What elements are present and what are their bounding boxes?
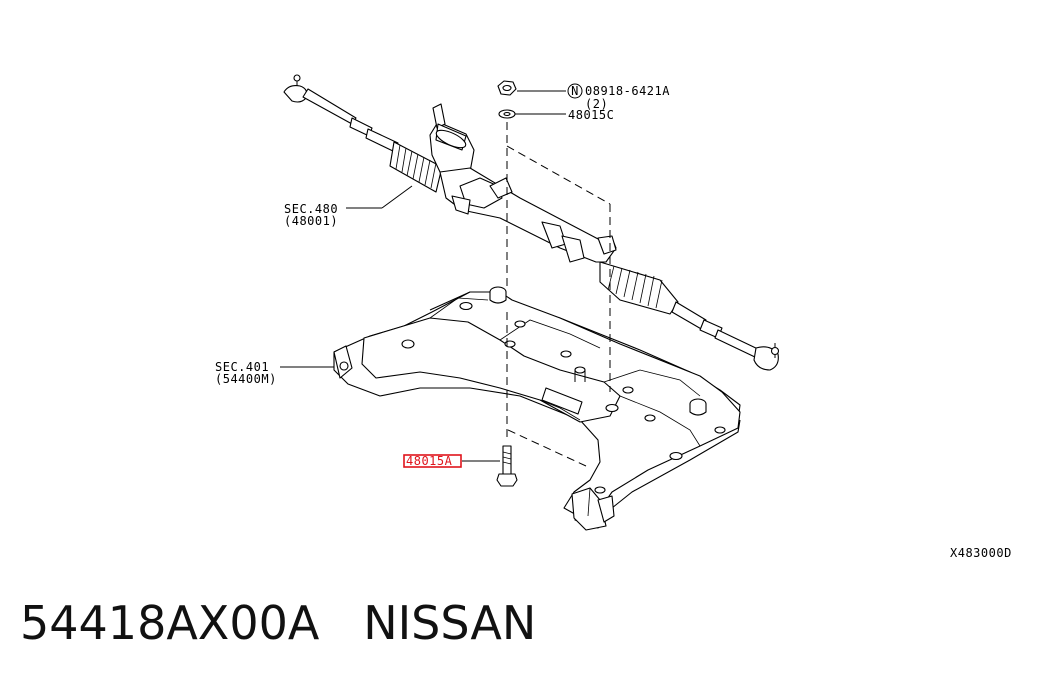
- bolt-part-number: 48015A: [406, 454, 453, 468]
- rack-part-ref: (48001): [284, 214, 338, 228]
- mounting-bolt: [496, 445, 518, 487]
- member-part-ref: (54400M): [215, 372, 277, 386]
- member-section-ref: SEC.401: [215, 360, 269, 374]
- washer-part-number: 48015C: [568, 108, 614, 122]
- suspension-member: [333, 286, 741, 531]
- callout-steering-rack: SEC.480 (48001): [284, 185, 413, 228]
- highlight-box: [403, 454, 462, 468]
- washer: [498, 109, 516, 119]
- dashed-guide-lines: [506, 122, 611, 467]
- callout-nut: N 08918-6421A (2): [517, 83, 670, 111]
- caption-part-number: 54418AX00A: [20, 596, 320, 650]
- rack-section-ref: SEC.480: [284, 202, 338, 216]
- hex-nut: [497, 80, 517, 96]
- caption: 54418AX00A NISSAN: [20, 596, 536, 650]
- callout-bolt: 48015A: [403, 454, 500, 468]
- caption-spacer: [319, 596, 363, 650]
- nut-part-number: 08918-6421A: [585, 84, 670, 98]
- diagram-id: X483000D: [950, 546, 1012, 560]
- steering-rack-assembly: [283, 74, 780, 371]
- callout-washer: 48015C: [515, 108, 614, 122]
- callout-suspension-member: SEC.401 (54400M): [215, 360, 334, 386]
- caption-brand: NISSAN: [363, 596, 537, 650]
- nut-symbol: N: [571, 84, 579, 98]
- nut-quantity: (2): [585, 97, 608, 111]
